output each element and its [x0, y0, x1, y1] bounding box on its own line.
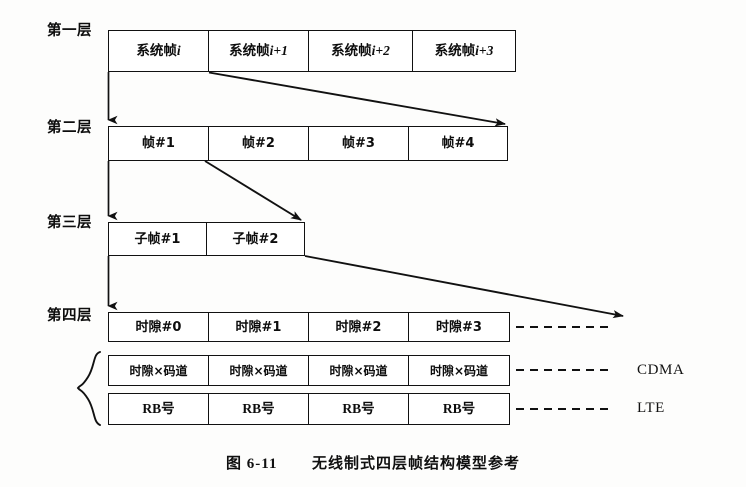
cell-system-frame-1-base: 系统帧 — [229, 43, 270, 59]
row-subframes: 子帧#1 子帧#2 — [108, 222, 305, 256]
cell-system-frame-2-base: 系统帧 — [331, 43, 372, 59]
dashed-leader-group — [516, 326, 614, 410]
cell-lte-0: RB号 — [109, 394, 209, 424]
layer-label-first: 第一层 — [47, 23, 92, 39]
cell-system-frame-3-base: 系统帧 — [434, 43, 476, 59]
cell-frame-1: 帧#2 — [209, 127, 309, 160]
cell-timeslot-3: 时隙#3 — [436, 319, 482, 335]
figure-caption-text: 无线制式四层帧结构模型参考 — [311, 454, 520, 472]
cell-cdma-3: 时隙×码道 — [429, 363, 489, 378]
cell-system-frame-0-index: i — [176, 43, 181, 59]
expansion-arrow-group — [204, 71, 624, 319]
cell-timeslot-0: 时隙#0 — [109, 313, 209, 341]
row-lte: RB号 RB号 RB号 RB号 — [108, 393, 510, 425]
cell-lte-3: RB号 — [442, 401, 476, 417]
cell-cdma-1: 时隙×码道 — [209, 356, 309, 385]
cell-subframe-0: 子帧#1 — [109, 223, 207, 255]
cell-system-frame-3-index: i+3 — [475, 43, 494, 59]
cell-system-frame-1-index: i+1 — [269, 43, 288, 59]
tech-label-lte: LTE — [637, 400, 665, 416]
cell-system-frame-2-index: i+2 — [371, 43, 390, 59]
tech-label-cdma: CDMA — [637, 362, 685, 378]
row-frames: 帧#1 帧#2 帧#3 帧#4 — [108, 126, 508, 161]
row-timeslots: 时隙#0 时隙#1 时隙#2 时隙#3 — [108, 312, 510, 342]
cell-subframe-1: 子帧#2 — [232, 231, 279, 247]
expand-arrow-systemframe-to-frame — [208, 71, 506, 127]
figure-caption-number: 图 6-11 — [226, 456, 278, 472]
cell-system-frame-0-base: 系统帧 — [136, 43, 177, 59]
layer-label-second: 第二层 — [47, 120, 92, 136]
cell-frame-2: 帧#3 — [309, 127, 409, 160]
expand-arrow-subframe-to-timeslot — [304, 255, 624, 319]
cell-cdma-2: 时隙×码道 — [309, 356, 409, 385]
layer-label-fourth: 第四层 — [47, 308, 92, 324]
layer-label-third: 第三层 — [47, 215, 92, 231]
cell-timeslot-2: 时隙#2 — [309, 313, 409, 341]
cell-frame-3: 帧#4 — [441, 136, 475, 151]
row-cdma: 时隙×码道 时隙×码道 时隙×码道 时隙×码道 — [108, 355, 510, 386]
cell-lte-2: RB号 — [309, 394, 409, 424]
expand-arrow-frame-to-subframe — [204, 160, 302, 221]
cdma-lte-grouping-brace — [76, 351, 101, 426]
cell-frame-0: 帧#1 — [109, 127, 209, 160]
cell-cdma-0: 时隙×码道 — [109, 356, 209, 385]
figure-caption: 图 6-11 无线制式四层帧结构模型参考 — [0, 452, 746, 473]
cell-lte-1: RB号 — [209, 394, 309, 424]
cell-timeslot-1: 时隙#1 — [209, 313, 309, 341]
